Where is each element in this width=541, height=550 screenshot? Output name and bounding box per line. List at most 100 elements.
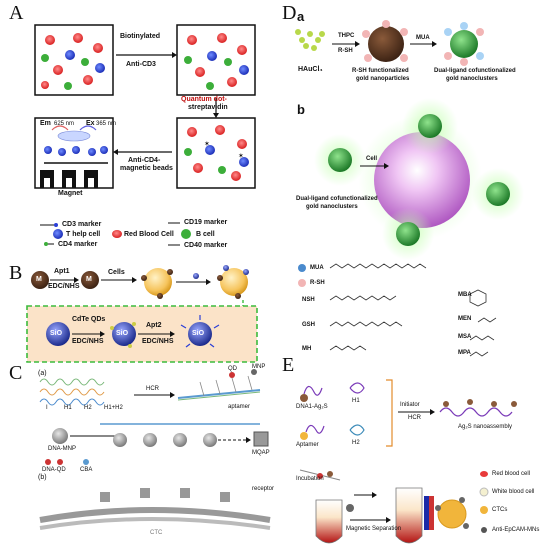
panel-d-ligand-mua: MUA	[310, 265, 324, 271]
panel-b-m2: M	[86, 276, 92, 283]
panel-a-step3-line2: magnetic beads	[120, 165, 173, 172]
panel-e-hcr: HCR	[408, 415, 421, 421]
panel-b-cells: Cells	[108, 269, 125, 276]
panel-d-haucl4: HAuCl₄	[298, 66, 323, 73]
panel-c-qd: QD	[228, 366, 237, 372]
panel-e-incubation: Incubation	[296, 476, 324, 482]
panel-b-sio-1: SiO	[50, 330, 63, 337]
panel-b-cdte: CdTe QDs	[72, 316, 106, 323]
panel-d-a	[295, 20, 484, 66]
panel-d-sub-b: b	[297, 102, 305, 117]
panel-d-ligand-mh: MH	[302, 346, 312, 352]
panel-c-ctc: CTC	[150, 530, 163, 536]
panel-e-bottom	[299, 469, 489, 544]
panel-c-h2: H2	[84, 405, 92, 411]
panel-d-ligand-men: MEN	[458, 316, 472, 322]
panel-c-mnp: MNP	[252, 364, 266, 370]
panel-a-em-nm: 625 nm	[54, 121, 75, 127]
panel-c-dnamnp: DNA-MNP	[48, 446, 76, 452]
panel-e-top	[300, 379, 517, 447]
panel-d-rsh-l2: gold nanoparticles	[356, 76, 410, 82]
svg-text:✶: ✶	[238, 152, 244, 160]
panel-b-apt2: Apt2	[146, 322, 162, 329]
panel-c-a	[39, 369, 261, 406]
panel-e-nano: Ag₂S nanoassembly	[458, 424, 513, 430]
panel-a-letter: A	[9, 2, 24, 24]
panel-d-ligand-msa: MSA	[458, 334, 472, 340]
panel-a-step2-line2: streptavidin	[188, 104, 228, 111]
panel-d-thpc-rsh: R-SH	[338, 48, 353, 54]
panel-a-legend-cd3: CD3 marker	[62, 221, 102, 228]
panel-a-ex-nm: 365 nm	[96, 121, 117, 127]
panel-b-apt1: Apt1	[54, 268, 70, 275]
panel-c-dnaqd: DNA-QD	[42, 467, 66, 473]
panel-c-mqap: MQAP	[252, 450, 270, 456]
panel-e-legend-anti: Anti-EpCAM-MNs	[492, 527, 540, 533]
panel-a-legend-cd19: CD19 marker	[184, 219, 228, 226]
panel-a-legend-bcell: B cell	[196, 231, 215, 238]
panel-a-legend-thelp: T help cell	[66, 231, 101, 238]
panel-d-cell: Cell	[366, 156, 378, 162]
panel-d-dual2-l2: gold nanoclusters	[306, 204, 358, 210]
panel-a-magnet: Magnet	[58, 190, 83, 197]
panel-d-ligand-gsh: GSH	[302, 322, 316, 328]
panel-a-legend-rbc: Red Blood Cell	[124, 231, 174, 238]
panel-a-box-3: ✶✶	[176, 117, 256, 189]
panel-a-step2-line1: Quantum dot-	[181, 96, 227, 103]
panel-a-legend-cd40: CD40 marker	[184, 242, 228, 249]
panel-a-em: Em	[40, 120, 51, 127]
panel-d-mua: MUA	[416, 35, 430, 41]
panel-c-h1h2: H1+H2	[104, 405, 123, 411]
panel-e-initiator: Initiator	[400, 402, 420, 408]
panel-d-b	[314, 98, 524, 260]
panel-d-ligand-rsh: R-SH	[310, 280, 325, 286]
panel-a-step3-line1: Anti-CD4-	[128, 157, 161, 164]
panel-d-dual-l2: gold nanoclusters	[446, 76, 498, 82]
panel-e-legend-ctcs: CTCs	[492, 507, 508, 513]
panel-a-magnet-box	[34, 117, 114, 189]
panel-c-letter: C	[9, 362, 23, 384]
panel-e-legend-rbc: Red blood cell	[492, 471, 531, 477]
panel-d-dual2-l1: Dual-ligand cofunctionalized	[296, 196, 378, 202]
panel-b-edc1: EDC/NHS	[48, 283, 80, 290]
panel-c-receptor: receptor	[252, 486, 275, 492]
panel-b-inset	[26, 305, 258, 363]
panel-d-rsh-l1: R-SH functionalized	[352, 68, 409, 74]
panel-e-legend-wbc: White blood cell	[492, 489, 535, 495]
panel-b-letter: B	[9, 262, 23, 284]
panel-d-ligand-mpa: MPA	[458, 350, 471, 356]
panel-d-thpc: THPC	[338, 33, 355, 39]
panel-e-letter: E	[282, 354, 295, 376]
panel-c-sub-a: (a)	[38, 370, 47, 377]
panel-d-dual-l1: Dual-ligand cofunctionalized	[434, 68, 516, 74]
panel-e-magsep: Magnetic Separation	[346, 526, 402, 532]
panel-b-top	[31, 265, 249, 299]
panel-a-box-2	[176, 24, 256, 96]
panel-e-aptamer: Aptamer	[296, 442, 319, 448]
panel-c-h1: H1	[64, 405, 72, 411]
panel-a-box-1	[34, 24, 114, 96]
panel-d-letter: D	[282, 2, 297, 24]
panel-e-h1: H1	[352, 398, 360, 404]
panel-d-sub-a: a	[297, 9, 305, 24]
panel-a-step1-line1: Biotinylated	[120, 33, 161, 40]
panel-a-ex: Ex	[86, 120, 95, 127]
panel-a-legend-cd4: CD4 marker	[58, 241, 98, 248]
svg-text:✶: ✶	[204, 140, 210, 148]
panel-c-i: I	[46, 405, 48, 411]
panel-c-sub-b: (b)	[38, 474, 47, 481]
panel-b-m1: M	[36, 276, 42, 283]
panel-d-ligand-nsh: NSH	[302, 297, 315, 303]
panel-b-edc2: EDC/NHS	[72, 338, 104, 345]
panel-e-h2: H2	[352, 440, 360, 446]
panel-a-step1-line2: Anti-CD3	[126, 61, 156, 68]
panel-b-edc3: EDC/NHS	[142, 338, 174, 345]
panel-c-cba: CBA	[80, 467, 93, 473]
panel-a-legend-icons	[40, 222, 191, 246]
panel-c-b	[39, 488, 271, 530]
panel-b-sio-3: SiO	[192, 330, 205, 337]
panel-d-structures	[298, 263, 497, 357]
panel-c-aptamer: aptamer	[228, 404, 251, 410]
panel-b-sio-2: SiO	[116, 330, 129, 337]
